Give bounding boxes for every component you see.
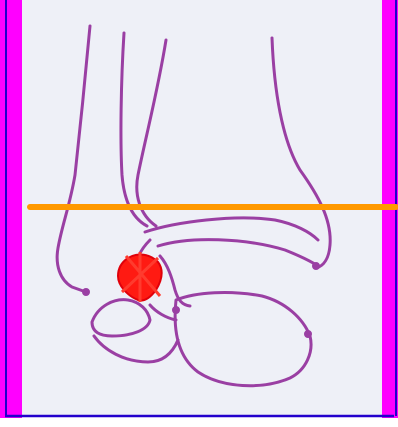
ankle-diagram-frame: [0, 0, 398, 418]
joint-dot-2: [314, 264, 319, 269]
joint-dot-3: [174, 308, 179, 313]
joint-dot-1: [84, 290, 89, 295]
left-border: [0, 0, 22, 418]
joint-dot-4: [306, 332, 311, 337]
